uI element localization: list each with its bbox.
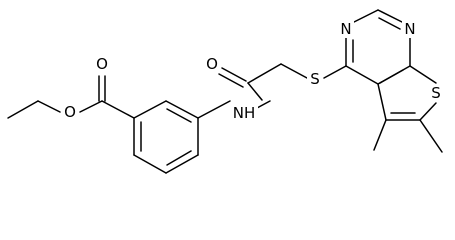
bond-benzene-1 xyxy=(133,100,167,119)
atom-labels: O O NH O S N N S xyxy=(62,20,444,122)
bond-s-to-c4 xyxy=(323,65,347,79)
bond-amide-carbonyl-1 xyxy=(221,67,247,82)
bond-benzene-inner-2 xyxy=(166,150,192,166)
label-bg-s-thiophene xyxy=(428,84,444,102)
bonds xyxy=(7,9,443,174)
atom-label-s-thiophene: S xyxy=(431,84,441,102)
bond-benzene-2 xyxy=(165,100,199,119)
bond-ethyl-ch3-ch2 xyxy=(7,100,39,119)
bond-benzene-inner-1 xyxy=(166,108,192,123)
atom-label-n-pyrimidine-top: N xyxy=(340,20,351,38)
label-bg-n-pyrimidine-right xyxy=(402,20,418,38)
bond-ethyl-ch2-o xyxy=(37,100,61,113)
bond-pyr-n3-c2 xyxy=(353,9,379,23)
bond-thio-s-c6 xyxy=(419,102,437,121)
bond-methyl-c6 xyxy=(419,119,443,153)
atom-label-o-ester: O xyxy=(64,103,76,121)
bond-pyr-inner-2 xyxy=(378,17,401,30)
molecule-drawing: O O NH O S N N S xyxy=(7,9,444,174)
atom-label-o-amide: O xyxy=(206,55,218,73)
label-bg-o-carbonyl-ester xyxy=(94,55,110,73)
bond-amide-carbonyl-2 xyxy=(218,73,244,88)
bond-nh-to-amide-carbon xyxy=(256,100,271,109)
label-bg-nh-amide xyxy=(230,104,258,122)
label-bg-o-amide xyxy=(204,55,220,73)
bond-ester-to-ring xyxy=(101,100,135,119)
structure-diagram: O O NH O S N N S xyxy=(7,9,444,174)
label-bg-o-ester xyxy=(62,103,78,121)
bond-pyr-c4a-c4 xyxy=(345,65,379,85)
atom-label-nh-amide: NH xyxy=(233,104,256,122)
bond-thio-c7a-s xyxy=(409,65,437,84)
atom-label-s-thioether: S xyxy=(310,70,320,88)
label-bg-n-pyrimidine-top xyxy=(338,20,354,38)
bond-ring-to-nh xyxy=(197,100,231,119)
bond-o-ester-carbon xyxy=(79,100,103,113)
atom-label-n-pyrimidine-right: N xyxy=(404,20,415,38)
bond-benzene-5 xyxy=(133,154,167,174)
bond-amide-chain xyxy=(247,82,263,101)
bond-ch2-to-s xyxy=(280,63,308,79)
label-bg-s-thioether xyxy=(307,70,323,88)
atom-label-o-carbonyl-ester: O xyxy=(96,55,108,73)
bond-methyl-c5 xyxy=(373,119,387,151)
bond-pyr-c2-n1 xyxy=(377,9,403,23)
bond-thio-c5-c4a xyxy=(377,83,387,121)
bond-benzene-4 xyxy=(165,154,199,174)
bond-amide-to-ch2 xyxy=(247,63,282,84)
bond-pyr-inner-3 xyxy=(379,69,404,84)
